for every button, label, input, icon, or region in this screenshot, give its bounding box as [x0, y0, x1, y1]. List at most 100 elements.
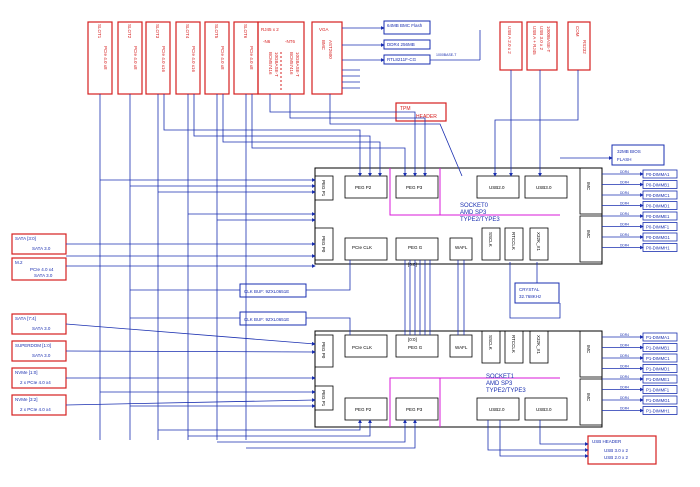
p0-dimm-label-7: P0-DIMMH1	[646, 246, 670, 251]
s1-pegp2	[344, 397, 388, 421]
rtl-side-label: 1000BASE-T	[436, 53, 457, 57]
s1-usb30-label: USB3.0	[536, 407, 552, 412]
p0-dimm-label-4: P0-DIMME1	[646, 214, 670, 219]
p0-ddr-label-1: DDR4	[620, 181, 629, 185]
ast-label: AST2600	[328, 40, 333, 59]
s1-x32k-label: X32K_X1	[536, 335, 541, 355]
tpm-title: TPM	[400, 106, 411, 112]
rj45-p1: BCM57416	[268, 52, 273, 75]
slot5-name: SLOT5	[214, 24, 219, 39]
socket1-gen: TYPE2/TYPE3	[486, 388, 526, 394]
usb-header-title: USB HEADER	[592, 439, 622, 444]
s1-rtcclk-label: RTCCLK	[511, 335, 516, 353]
s1-imc1-label: IMC	[586, 345, 591, 354]
s1-g00-label: [0:0]	[408, 337, 417, 342]
sata30-name: SATA [3:0]	[15, 236, 36, 241]
rj45-p3: BCM57416	[289, 52, 294, 75]
s0-usb20	[476, 175, 520, 199]
pcie-slots	[87, 21, 259, 95]
usb30-rear-label: USB 3.0 x 2	[539, 26, 544, 51]
vga-box	[311, 21, 343, 95]
nvme32-sub: 2 x PCIe 4.0 x4	[20, 407, 51, 412]
s0-imc1	[579, 167, 603, 215]
s0-x32k	[529, 227, 549, 261]
s0-pegg-label: PEG G	[408, 245, 423, 250]
p1-dimm-label-6: P1-DIMMG1	[646, 398, 670, 403]
s0-wafl	[449, 237, 473, 261]
s0-ssclk-label: SSCLK	[488, 232, 493, 247]
slot4-name: SLOT4	[185, 24, 190, 39]
s1-pegp0-label: PEG P0	[321, 342, 326, 359]
slot5-bus: PCIe 4.0 x8	[220, 46, 225, 70]
rj45-title: RJ45 x 2	[261, 27, 279, 32]
rs232-label: RS232	[582, 40, 587, 54]
rj45-p2: 10GBASE-T	[274, 52, 279, 77]
p0-ddr-label-3: DDR4	[620, 202, 629, 206]
p0-ddr-label-4: DDR4	[620, 212, 629, 216]
s1-rtcclk	[504, 330, 524, 364]
s0-pegp0-label: PEG P0	[321, 236, 326, 253]
m2-box	[11, 257, 67, 281]
p0-ddr-label-7: DDR4	[620, 244, 629, 248]
socket1-name: SOCKET1	[486, 374, 515, 380]
usb-1000-label: 1000BASE-T	[546, 26, 551, 53]
s0-pcieclk-label: PCIe CLK	[352, 245, 372, 250]
slot3-bus: PCIe 4.0 x16	[161, 46, 166, 73]
m2-sub2: SATA 3.0	[34, 273, 53, 278]
m2-name: M.2	[15, 260, 23, 265]
s0-usb20-label: USB2.0	[489, 185, 505, 190]
slot1-name: SLOT1	[97, 24, 102, 39]
p1-ddr-label-2: DDR4	[620, 354, 629, 358]
socket0-name: SOCKET0	[460, 203, 489, 209]
nvme32-name: NVMe [3:2]	[15, 397, 38, 402]
usb-a-label: USB A 2.0 x 2	[507, 26, 512, 54]
p0-ddr-label-2: DDR4	[620, 191, 629, 195]
s1-usb20	[476, 397, 520, 421]
s1-pcieclk	[344, 334, 388, 358]
clkbuf1-label: CLK BUF: 9ZXL0651E	[244, 317, 289, 322]
s1-x32k	[529, 330, 549, 364]
slot6-name: SLOT6	[243, 24, 248, 39]
p1-dimm-label-1: P1-DIMMB1	[646, 346, 670, 351]
p0-ddr-label-0: DDR4	[620, 170, 629, 174]
s0-imc2	[579, 215, 603, 263]
com-label: COM	[575, 26, 580, 37]
slot3-name: SLOT3	[155, 24, 160, 39]
socket1-type: AMD SP3	[486, 381, 513, 387]
s1-imc2-label: IMC	[586, 393, 591, 402]
s0-usb30-label: USB3.0	[536, 185, 552, 190]
rtl-label: RTL8211F-CG	[387, 57, 417, 62]
socket0-gen: TYPE2/TYPE3	[460, 217, 500, 223]
p1-dimm-label-0: P1-DIMMA1	[646, 335, 670, 340]
p1-ddr-label-1: DDR4	[620, 344, 629, 348]
s0-pegp3	[395, 175, 439, 199]
s1-ssclk	[481, 330, 501, 364]
s0-pegp1	[314, 175, 334, 201]
ddr4-256-label: DDR4 256MB	[387, 42, 415, 47]
superdom-name: SUPERDOM [1:0]	[15, 343, 51, 348]
s0-imc1-label: IMC	[586, 182, 591, 191]
s1-wafl-label: WAFL	[455, 345, 468, 350]
s0-pegg	[395, 237, 439, 261]
s0-rtcclk-label: RTCCLK	[511, 232, 516, 250]
p1-ddr-label-7: DDR4	[620, 407, 629, 411]
rj45-box	[257, 21, 305, 95]
vga-title: VGA	[319, 27, 329, 32]
s1-usb30	[524, 397, 568, 421]
rj45-l2: -NT6	[285, 39, 295, 44]
s1-pegp1	[314, 385, 334, 411]
p1-ddr-label-3: DDR4	[620, 365, 629, 369]
s1-imc2	[579, 378, 603, 426]
s1-pcieclk-label: PCIe CLK	[352, 345, 372, 350]
socket0-type: AMD SP3	[460, 210, 487, 216]
s0-imc2-label: IMC	[586, 230, 591, 239]
nvme10-sub: 2 x PCIe 4.0 x4	[20, 380, 51, 385]
s0-pcieclk	[344, 237, 388, 261]
crystal-box	[514, 282, 560, 304]
s0-ssclk	[481, 227, 501, 261]
crystal-l2: 32.768KHz	[519, 294, 542, 299]
s1-pegg	[395, 334, 439, 358]
rj45-p4: 10GBASE-T	[295, 52, 300, 77]
s0-wafl-label: WAFL	[455, 245, 468, 250]
